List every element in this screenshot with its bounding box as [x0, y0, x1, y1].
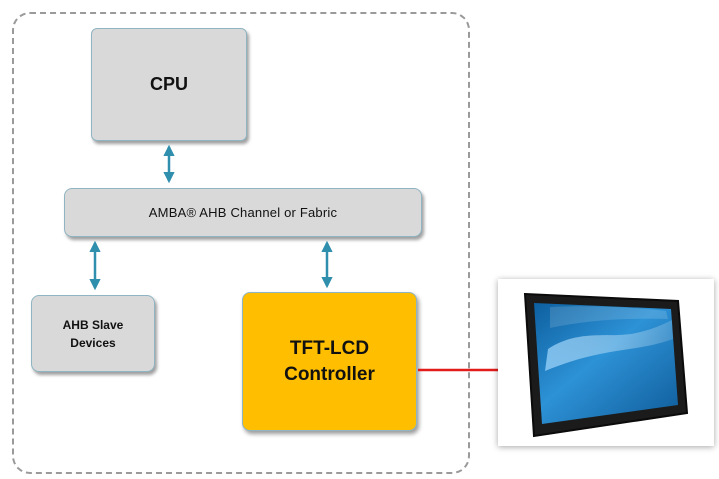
tft-lcd-controller-label: TFT-LCD Controller	[284, 336, 375, 388]
tft-lcd-controller-label-line1: TFT-LCD	[289, 337, 370, 359]
tft-lcd-controller-block: TFT-LCD Controller	[242, 292, 417, 431]
lcd-monitor-icon	[523, 292, 689, 438]
ahb-slave-label: AHB Slave Devices	[63, 316, 124, 352]
ahb-bus-label: AMBA® AHB Channel or Fabric	[148, 205, 338, 220]
cpu-label: CPU	[149, 74, 188, 94]
monitor-screen-gloss	[550, 306, 668, 328]
tft-lcd-controller-label-line2: Controller	[284, 363, 375, 385]
system-boundary	[12, 12, 470, 474]
ahb-bus-block: AMBA® AHB Channel or Fabric	[64, 188, 422, 237]
ahb-slave-label-line1: AHB Slave	[62, 317, 124, 332]
monitor-screen-highlight	[545, 320, 673, 371]
cpu-block: CPU	[91, 28, 247, 141]
lcd-monitor-panel	[498, 279, 714, 446]
ahb-slave-label-line2: Devices	[70, 335, 116, 350]
ahb-slave-devices-block: AHB Slave Devices	[31, 295, 155, 372]
